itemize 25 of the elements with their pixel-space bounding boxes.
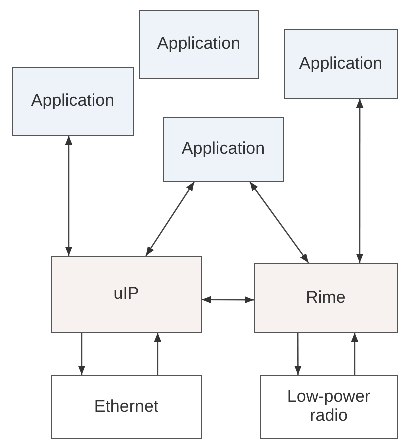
- network-interface-box: [260, 375, 398, 439]
- arrow: [65, 136, 73, 256]
- node-label: Application: [31, 92, 115, 111]
- network-interface-box: [51, 375, 202, 439]
- node-label: Low-power radio: [286, 388, 372, 426]
- protocol-stack-box: [254, 263, 398, 333]
- node-label: Application: [299, 54, 383, 74]
- arrow: [250, 182, 310, 264]
- arrow: [202, 296, 254, 304]
- arrow: [154, 333, 162, 375]
- application-box: [284, 29, 398, 99]
- arrow: [356, 99, 364, 263]
- arrow: [351, 333, 359, 375]
- protocol-stack-box: [51, 256, 202, 333]
- node-label: uIP: [114, 285, 140, 304]
- node-label: Application: [182, 140, 266, 159]
- node-label: Application: [157, 35, 241, 54]
- arrow: [146, 182, 195, 256]
- application-box: [163, 117, 284, 182]
- arrow: [294, 333, 302, 375]
- node-label: Rime: [306, 288, 346, 308]
- node-label: Ethernet: [94, 398, 159, 416]
- application-box: [12, 67, 134, 136]
- arrow: [78, 333, 86, 375]
- application-box: [139, 10, 259, 79]
